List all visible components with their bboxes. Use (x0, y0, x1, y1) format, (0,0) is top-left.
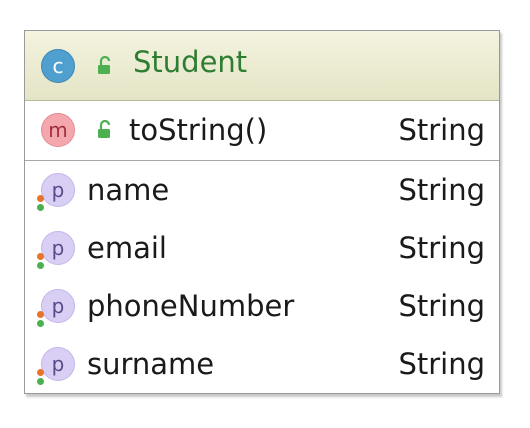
field-name: phoneNumber (87, 289, 295, 323)
class-name: Student (133, 45, 248, 79)
field-row[interactable]: p email String (25, 219, 499, 277)
property-icon-group: p (37, 173, 77, 213)
property-icon-group: p (37, 347, 77, 387)
field-type: String (398, 173, 485, 207)
property-icon-group: p (37, 289, 77, 329)
setter-dot-icon (37, 204, 44, 211)
field-name: surname (87, 347, 215, 381)
property-icon-group: p (37, 231, 77, 271)
method-badge-icon: m (41, 113, 75, 147)
getter-dot-icon (37, 311, 44, 318)
field-name: name (87, 173, 170, 207)
field-row[interactable]: p phoneNumber String (25, 277, 499, 335)
method-name: toString() (129, 113, 268, 147)
field-row[interactable]: p surname String (25, 335, 499, 393)
method-return-type: String (398, 113, 485, 147)
unlocked-padlock-icon (98, 119, 111, 138)
methods-section: m toString() String (25, 101, 499, 161)
field-type: String (398, 347, 485, 381)
uml-class-box[interactable]: c Student m toString() String p name Str… (24, 30, 500, 394)
setter-dot-icon (37, 320, 44, 327)
getter-dot-icon (37, 195, 44, 202)
property-badge-icon: p (41, 347, 75, 381)
class-header[interactable]: c Student (25, 31, 499, 101)
field-type: String (398, 289, 485, 323)
method-row[interactable]: m toString() String (25, 101, 499, 159)
field-row[interactable]: p name String (25, 161, 499, 219)
unlocked-padlock-icon (98, 55, 111, 74)
setter-dot-icon (37, 378, 44, 385)
fields-section: p name String p email String p phoneNumb… (25, 161, 499, 393)
field-type: String (398, 231, 485, 265)
property-badge-icon: p (41, 231, 75, 265)
property-badge-icon: p (41, 289, 75, 323)
class-badge-icon: c (41, 49, 75, 83)
getter-dot-icon (37, 369, 44, 376)
property-badge-icon: p (41, 173, 75, 207)
setter-dot-icon (37, 262, 44, 269)
getter-dot-icon (37, 253, 44, 260)
field-name: email (87, 231, 167, 265)
